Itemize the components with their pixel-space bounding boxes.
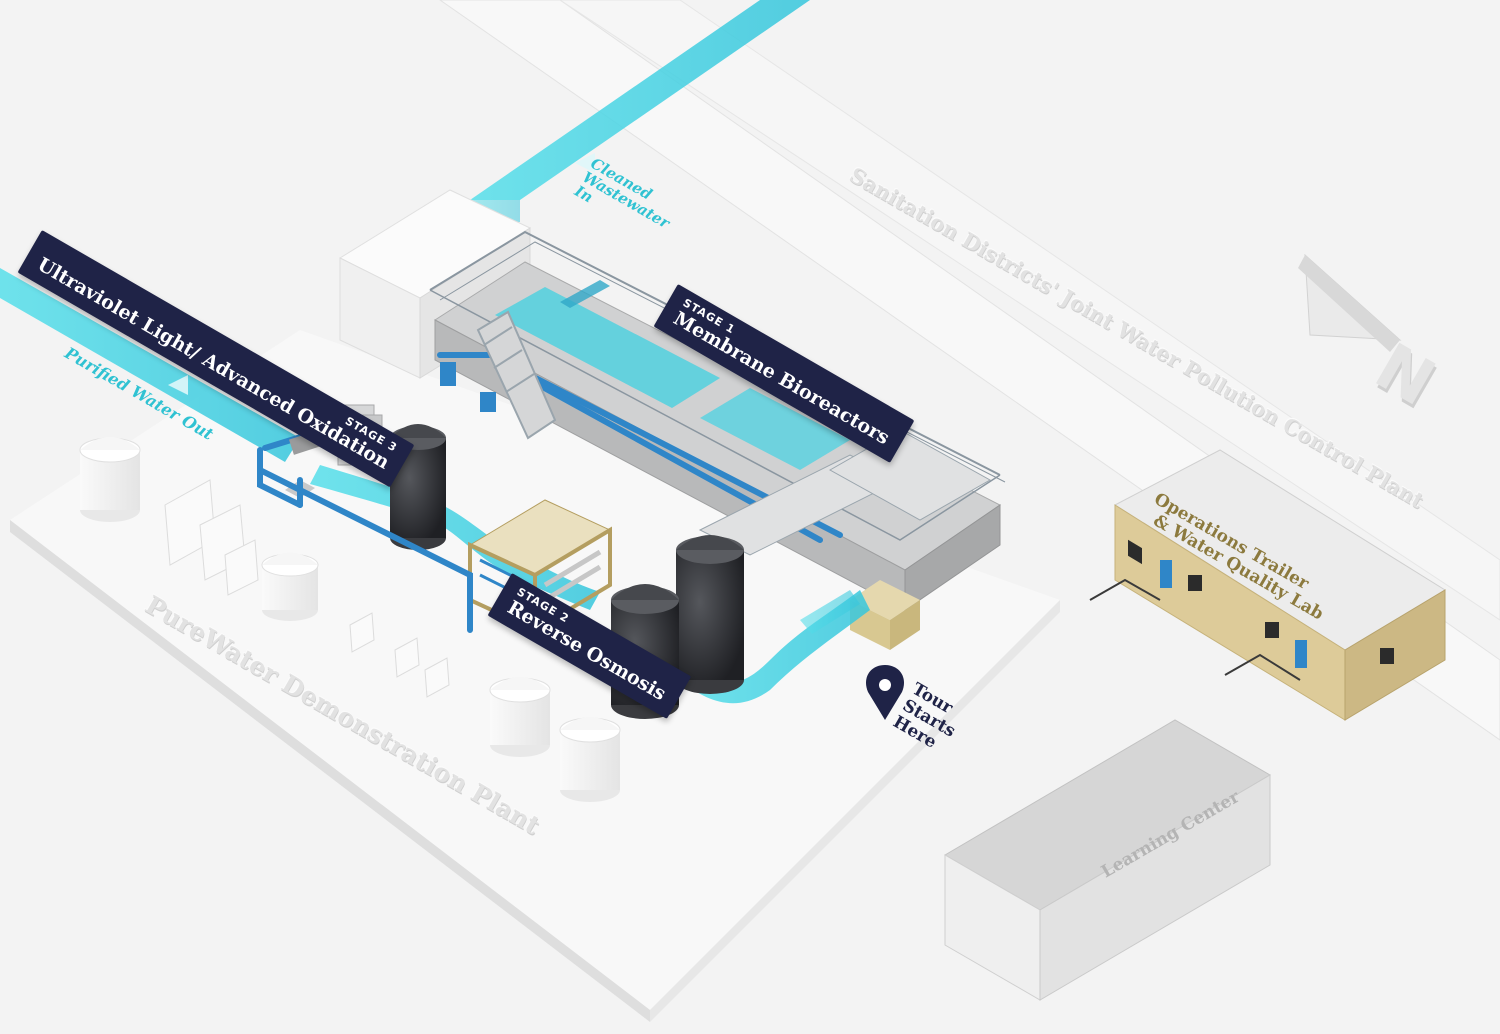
demo-plant-pad: [10, 330, 1060, 1022]
learning-center-building: [944, 719, 1271, 1001]
tour-start-pin-icon[interactable]: [865, 665, 905, 720]
white-cabinets: [164, 479, 450, 698]
white-storage-tanks: [79, 437, 621, 802]
north-arrow-icon: [1298, 253, 1402, 352]
mbr-pumps: [440, 362, 496, 412]
water-flow-ro-to-uv: [310, 465, 600, 610]
flow-arrows: [168, 153, 595, 395]
mbr-stairs: [476, 310, 557, 440]
outlet-water-stream: [0, 268, 300, 462]
operations-trailer: [1089, 449, 1446, 721]
water-flow-mbr-to-ro: [680, 590, 870, 704]
